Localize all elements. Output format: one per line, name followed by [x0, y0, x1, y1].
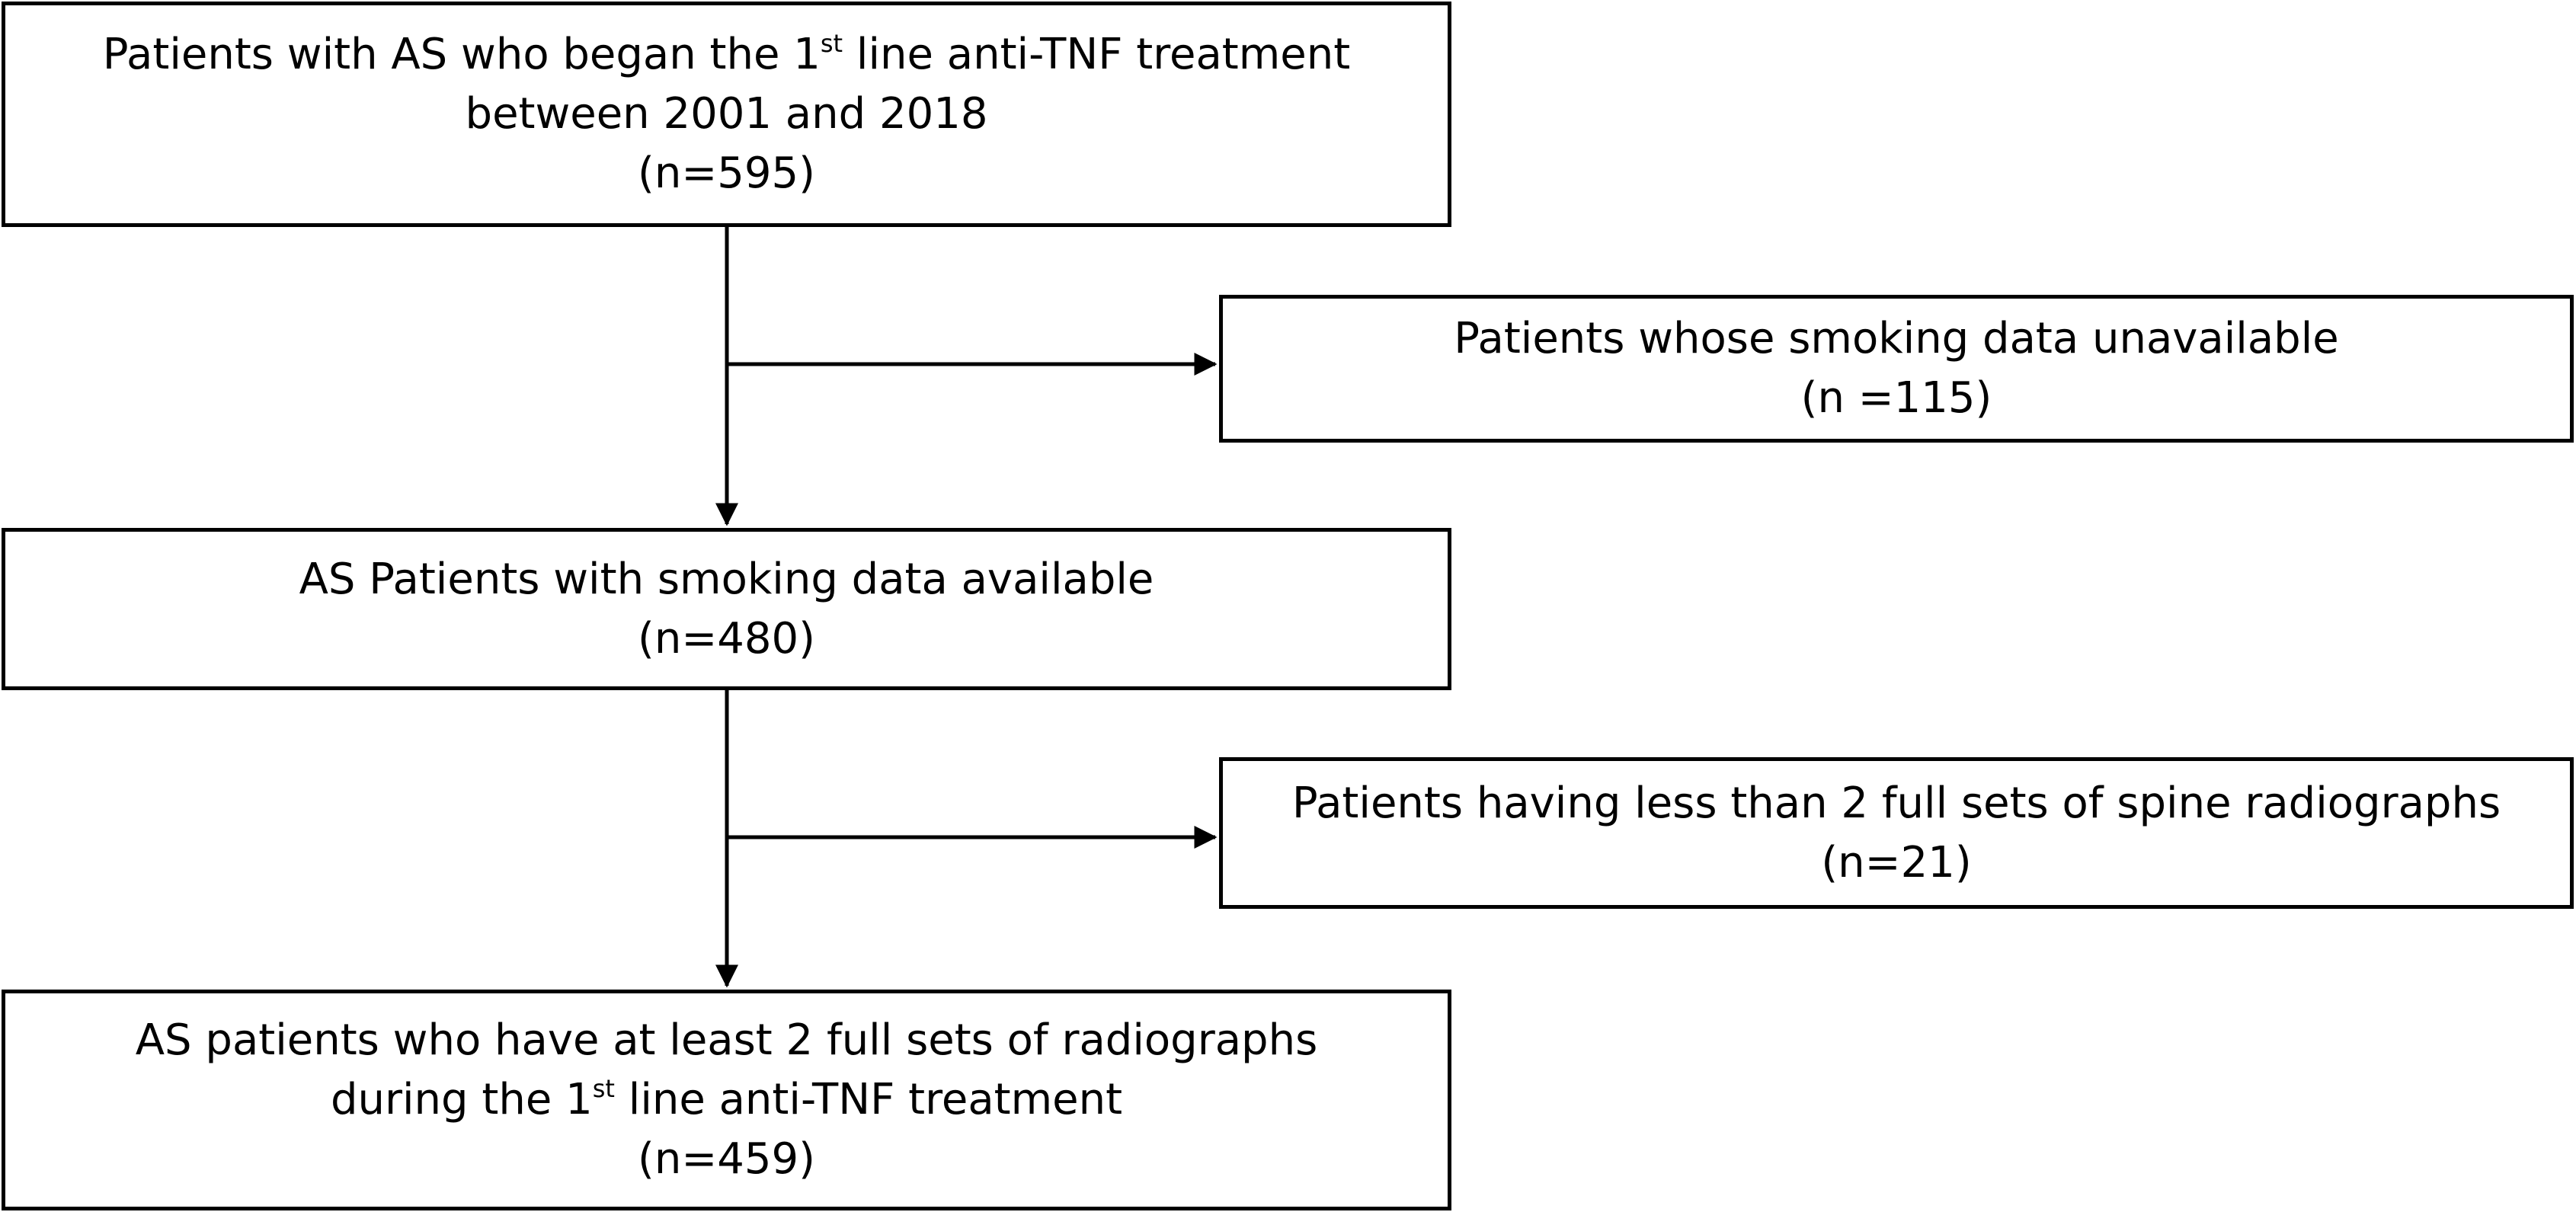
box-final-cohort: AS patients who have at least 2 full set… — [2, 990, 1451, 1210]
ordinal-suffix: st — [820, 29, 843, 59]
box-excluded-smoking-count: (n =115) — [1800, 373, 1992, 423]
box-initial-cohort-text-cont: line anti-TNF treatment — [843, 30, 1351, 79]
box-excluded-radiographs-count: (n=21) — [1821, 837, 1972, 887]
box-smoking-available: AS Patients with smoking data available … — [2, 528, 1451, 690]
box-final-cohort-text: during the 1 — [330, 1075, 593, 1124]
box-smoking-available-label: AS Patients with smoking data available — [299, 554, 1154, 604]
box-initial-cohort-line2: between 2001 and 2018 — [465, 89, 988, 139]
box-final-cohort-line1: AS patients who have at least 2 full set… — [135, 1015, 1318, 1065]
box-final-cohort-text-cont: line anti-TNF treatment — [614, 1075, 1123, 1124]
box-excluded-smoking-label: Patients whose smoking data unavailable — [1454, 314, 2339, 363]
box-initial-cohort-line1: Patients with AS who began the 1st line … — [103, 25, 1350, 85]
box-excluded-smoking: Patients whose smoking data unavailable … — [1219, 295, 2574, 443]
box-initial-cohort: Patients with AS who began the 1st line … — [2, 2, 1451, 227]
box-excluded-radiographs-label: Patients having less than 2 full sets of… — [1291, 778, 2501, 828]
box-final-cohort-count: (n=459) — [638, 1134, 815, 1184]
box-initial-cohort-count: (n=595) — [638, 149, 815, 198]
box-initial-cohort-text: Patients with AS who began the 1 — [102, 30, 821, 79]
ordinal-suffix: st — [592, 1074, 615, 1104]
box-final-cohort-line2: during the 1st line anti-TNF treatment — [331, 1070, 1122, 1130]
box-smoking-available-count: (n=480) — [638, 613, 815, 664]
box-excluded-radiographs: Patients having less than 2 full sets of… — [1219, 757, 2574, 909]
